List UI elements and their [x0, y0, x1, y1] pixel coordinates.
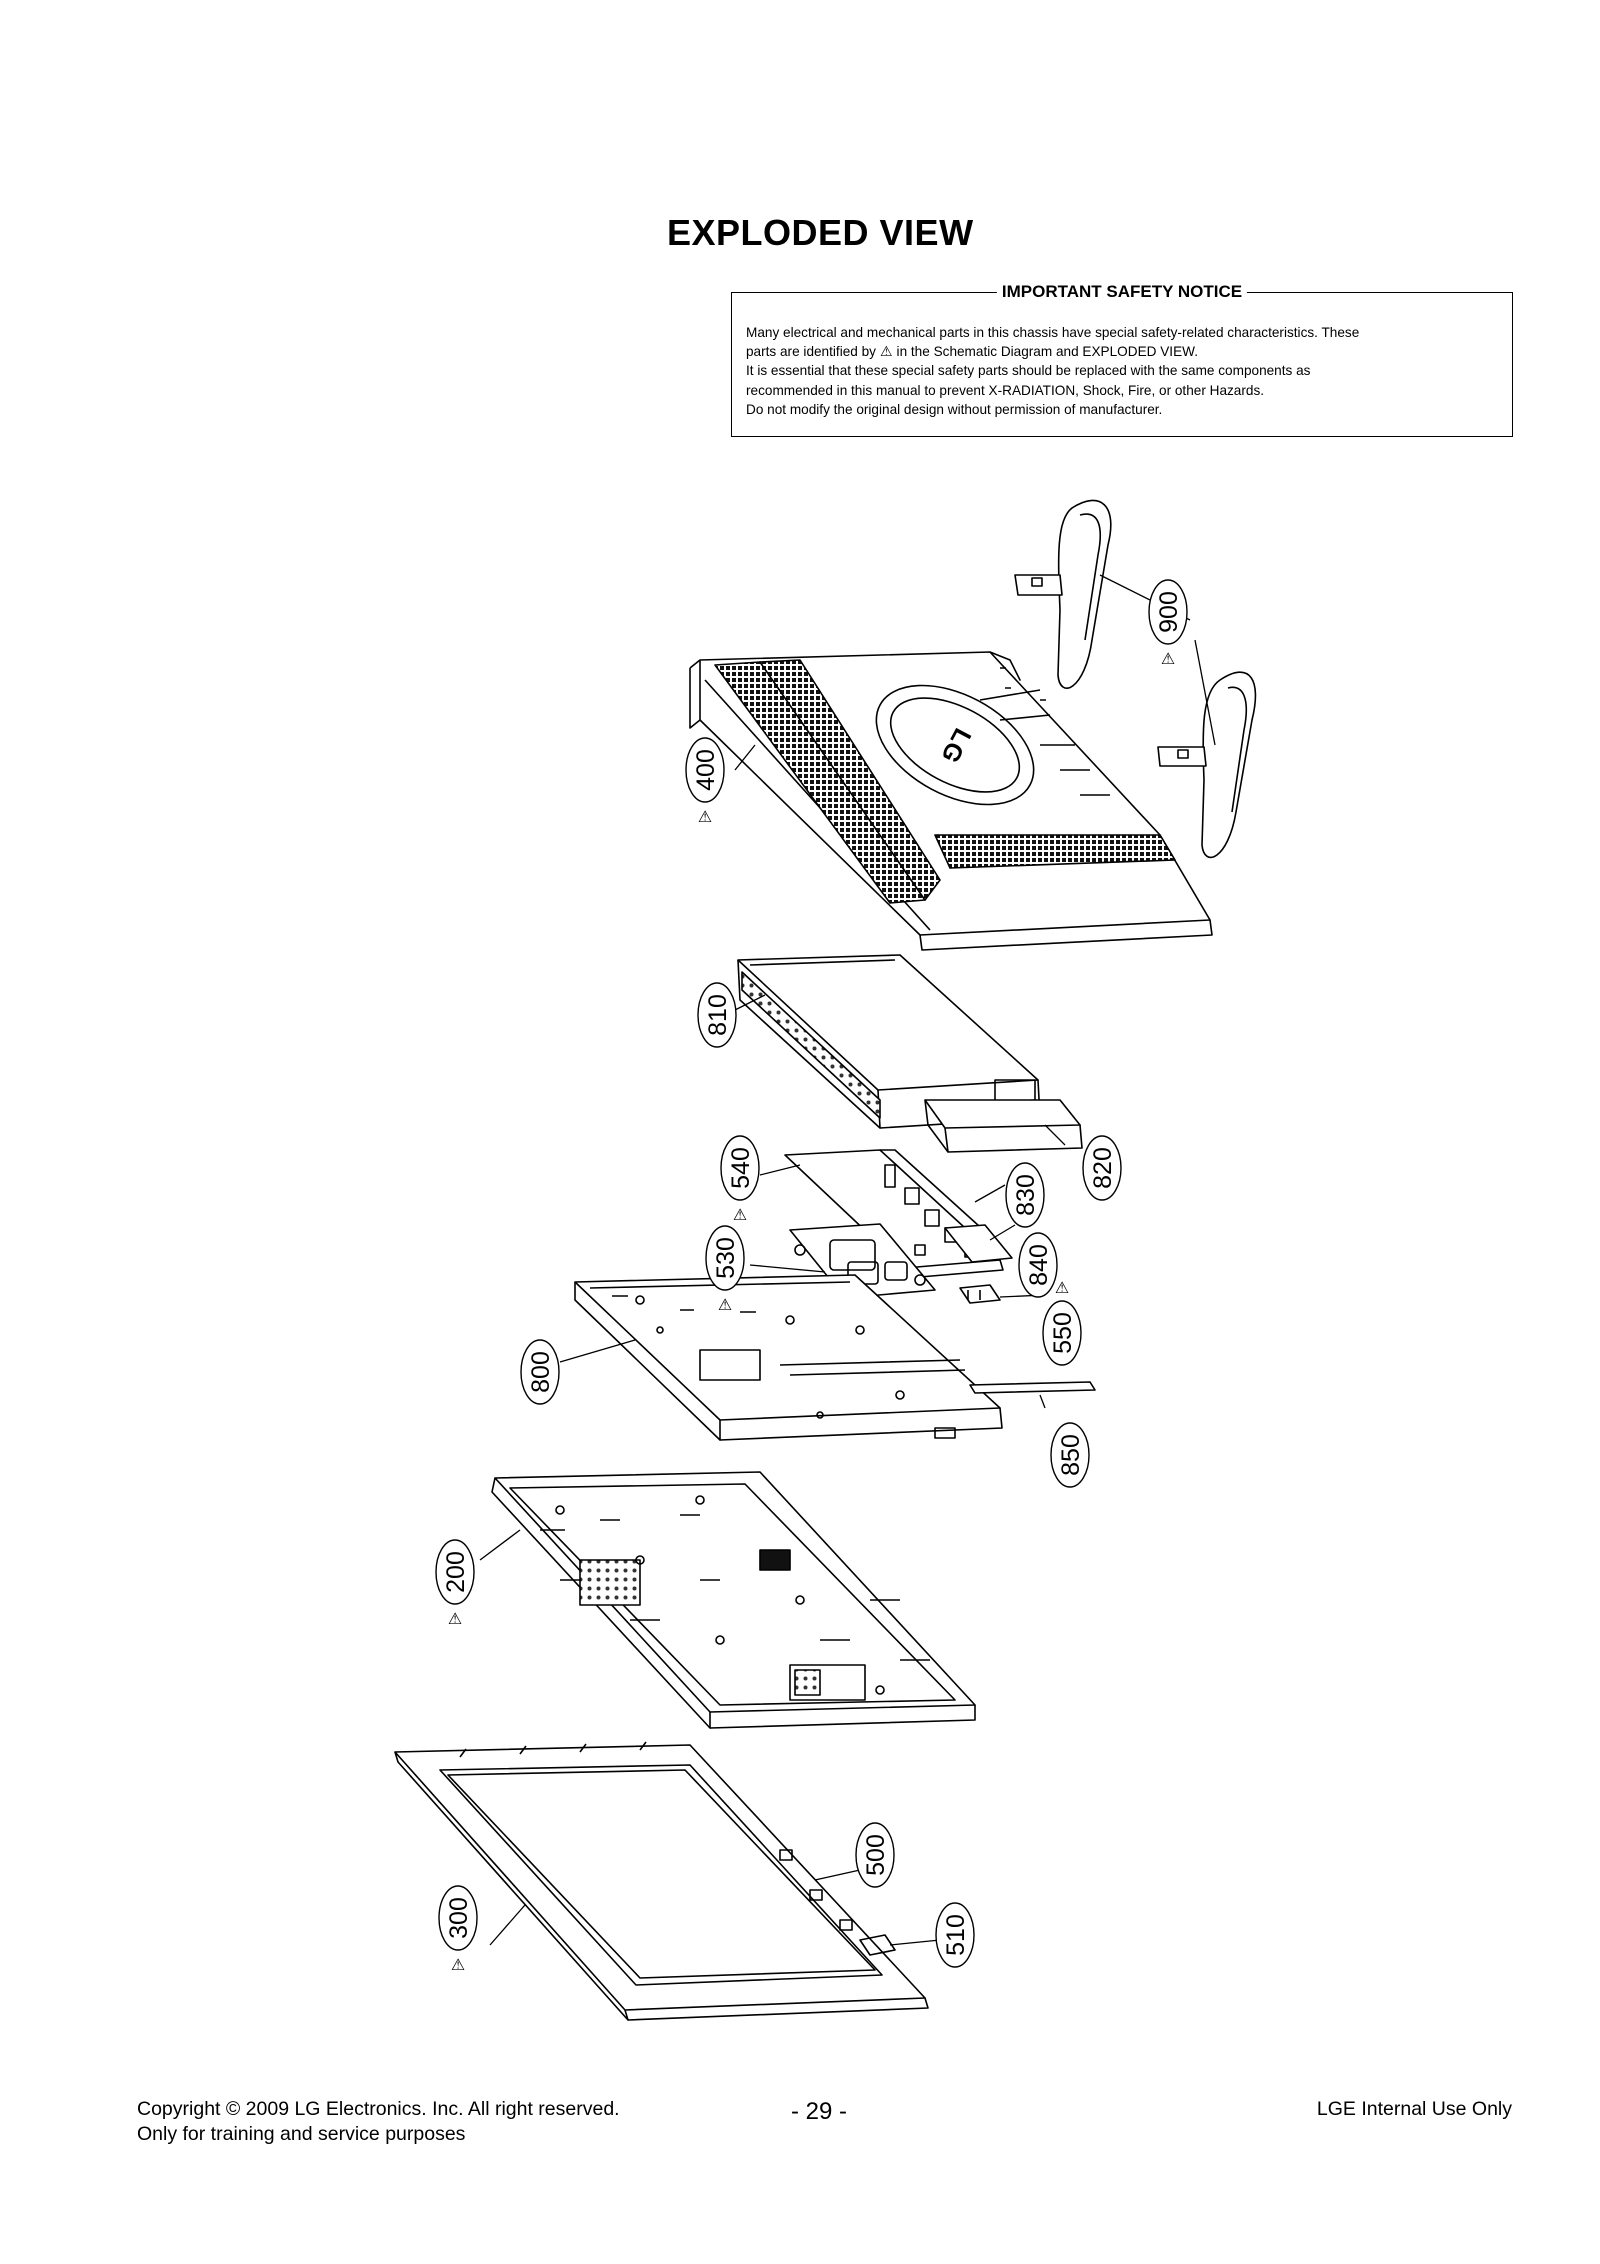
callout-830: 830: [1005, 1162, 1045, 1228]
callout-ellipse: [1082, 1135, 1122, 1201]
callout-ellipse: [520, 1339, 560, 1405]
exploded-view-diagram: LG: [394, 499, 1257, 2021]
callout-840: 840: [1018, 1232, 1058, 1298]
notice-line-5: Do not modify the original design withou…: [746, 401, 1163, 417]
front-bezel-part: [394, 1741, 929, 2021]
callout-label: 300: [445, 1897, 473, 1939]
warning-triangle-icon: ⚠: [698, 807, 712, 826]
callout-ellipse: [697, 982, 737, 1048]
back-cover-part: [689, 651, 1213, 951]
warning-triangle-icon: ⚠: [448, 1609, 462, 1628]
callout-ellipse: [435, 1539, 475, 1605]
warning-triangle-icon: ⚠: [1161, 649, 1175, 668]
callout-ellipse: [685, 737, 725, 803]
notice-line-4: recommended in this manual to prevent X-…: [746, 382, 1265, 398]
callout-ellipse: [1042, 1300, 1082, 1366]
callout-400: 400 ⚠: [685, 737, 725, 826]
callout-label: 840: [1025, 1244, 1053, 1286]
callout-ellipse: [705, 1225, 745, 1291]
callout-label: 900: [1155, 591, 1183, 633]
callout-ellipse: [1005, 1162, 1045, 1228]
callout-label: 510: [942, 1914, 970, 1956]
shield-box-part: [737, 954, 1041, 1129]
callout-label: 810: [704, 994, 732, 1036]
callout-ellipse: [1050, 1422, 1090, 1488]
callout-label: 800: [527, 1351, 555, 1393]
warning-triangle-icon: ⚠: [879, 343, 893, 360]
footer-training-note: Only for training and service purposes: [137, 2123, 466, 2145]
warning-triangle-icon: ⚠: [733, 1205, 747, 1224]
callout-label: 400: [692, 749, 720, 791]
safety-notice-body: Many electrical and mechanical parts in …: [746, 323, 1498, 419]
page-title: EXPLODED VIEW: [667, 212, 974, 253]
safety-notice-title: IMPORTANT SAFETY NOTICE: [996, 282, 1248, 302]
stand-part: [1014, 499, 1257, 858]
callout-300: 300 ⚠: [438, 1885, 478, 1974]
notice-line-2: parts are identified by⚠in the Schematic…: [746, 342, 1498, 361]
callout-800: 800: [520, 1339, 560, 1405]
panel-chassis-part: [491, 1471, 976, 1729]
callout-ellipse: [1148, 579, 1188, 645]
callout-510: 510: [935, 1902, 975, 1968]
callout-ellipse: [1018, 1232, 1058, 1298]
callout-label: 820: [1089, 1147, 1117, 1189]
callout-label: 550: [1049, 1312, 1077, 1354]
safety-notice-box: IMPORTANT SAFETY NOTICE Many electrical …: [731, 282, 1513, 437]
side-board-part: [944, 1224, 1013, 1304]
callout-label: 200: [442, 1551, 470, 1593]
frame-plate-part: [574, 1274, 1003, 1441]
callout-540: 540 ⚠: [720, 1135, 760, 1224]
warning-triangle-icon: ⚠: [1055, 1278, 1069, 1297]
callout-layer: 900⚠400⚠810820540⚠830530⚠840550⚠80085020…: [435, 579, 1188, 1974]
callout-550: 550 ⚠: [1042, 1278, 1082, 1366]
footer-copyright: Copyright © 2009 LG Electronics. Inc. Al…: [137, 2098, 620, 2120]
callout-820: 820: [1082, 1135, 1122, 1201]
callout-label: 830: [1012, 1174, 1040, 1216]
notice-line-1: Many electrical and mechanical parts in …: [746, 325, 1360, 340]
warning-triangle-icon: ⚠: [451, 1955, 465, 1974]
callout-ellipse: [720, 1135, 760, 1201]
callout-530: 530 ⚠: [705, 1225, 745, 1314]
page-number: - 29 -: [791, 2098, 848, 2125]
thin-board-part: [969, 1381, 1096, 1394]
callout-label: 540: [727, 1147, 755, 1189]
callout-900: 900 ⚠: [1148, 579, 1188, 668]
notice-line-2-post: in the Schematic Diagram and EXPLODED VI…: [896, 344, 1198, 360]
callout-label: 850: [1057, 1434, 1085, 1476]
callout-500: 500: [855, 1822, 895, 1888]
callout-ellipse: [855, 1822, 895, 1888]
notice-line-3: It is essential that these special safet…: [746, 363, 1311, 379]
callout-ellipse: [935, 1902, 975, 1968]
callout-200: 200 ⚠: [435, 1539, 475, 1628]
callout-label: 530: [712, 1237, 740, 1279]
warning-triangle-icon: ⚠: [718, 1295, 732, 1314]
callout-810: 810: [697, 982, 737, 1048]
footer-internal-use: LGE Internal Use Only: [1316, 2098, 1512, 2120]
notice-line-2-pre: parts are identified by: [746, 344, 876, 360]
terminal-cover-part: [924, 1099, 1083, 1153]
callout-ellipse: [438, 1885, 478, 1951]
callout-850: 850: [1050, 1422, 1090, 1488]
callout-label: 500: [862, 1834, 890, 1876]
